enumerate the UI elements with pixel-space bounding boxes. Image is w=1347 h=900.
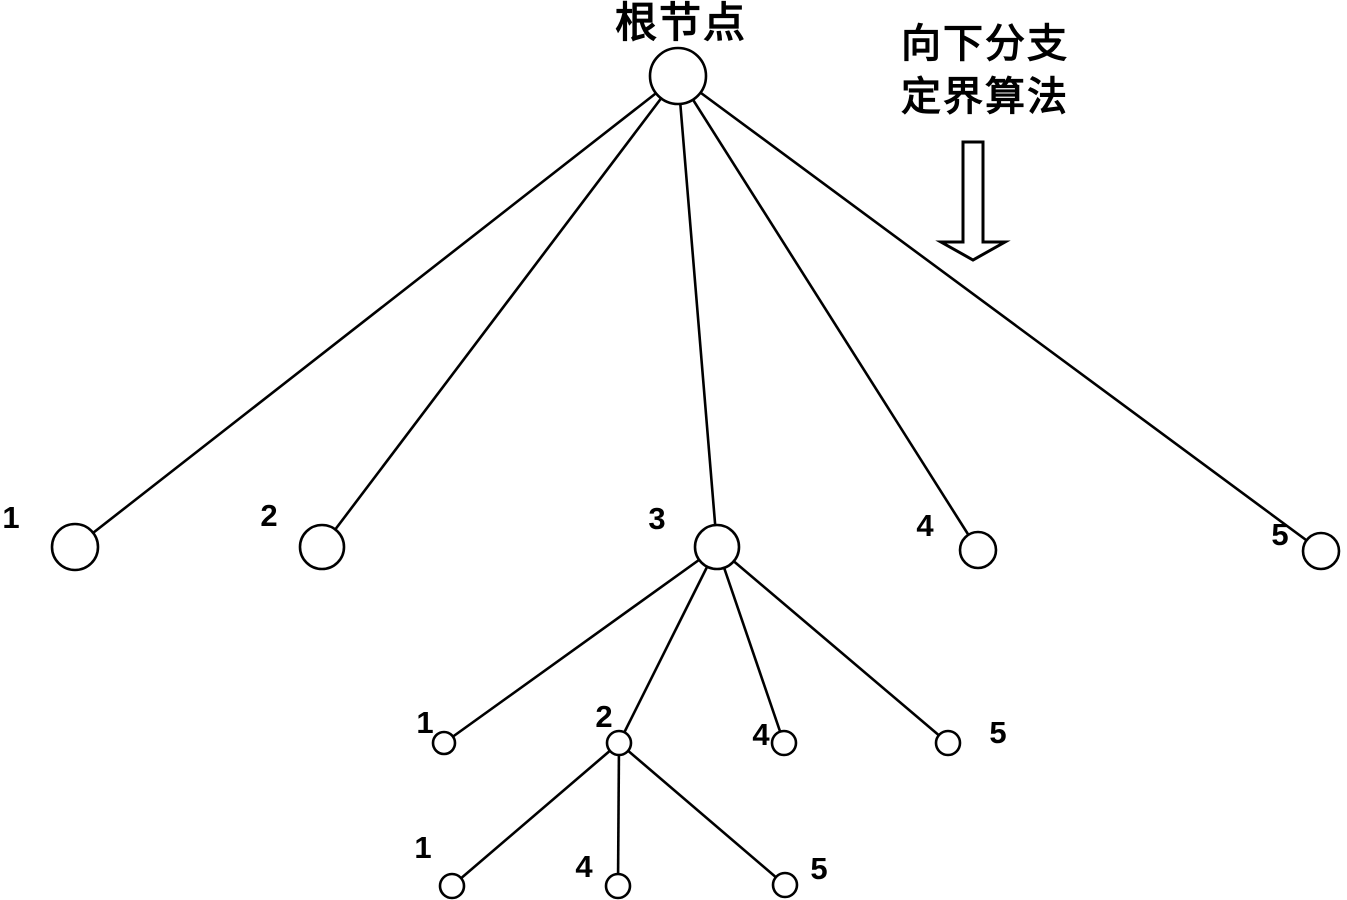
tree-node-l3n4 — [604, 872, 632, 900]
node-label-l1n2: 2 — [260, 498, 277, 533]
tree-node-l1n1 — [50, 522, 100, 572]
tree-node-l2n5 — [934, 729, 962, 757]
node-label-l3n1: 1 — [414, 830, 431, 865]
node-label-l2n4: 4 — [752, 717, 770, 752]
tree-edge-l1n3-l2n4 — [715, 546, 786, 744]
tree-edge-root-l1n3 — [676, 75, 719, 548]
tree-node-l2n2 — [605, 729, 633, 757]
tree-edge-l2n2-l3n5 — [618, 742, 786, 886]
node-label-l2n5: 5 — [989, 715, 1006, 750]
root-node-label: 根节点 — [614, 0, 748, 46]
tree-edge-root-l1n4 — [676, 75, 980, 551]
tree-node-l1n2 — [298, 523, 346, 571]
node-label-l1n5: 5 — [1271, 517, 1288, 552]
tree-node-labels: 1 2 3 4 5 1 2 4 5 1 4 5 — [2, 498, 1288, 886]
tree-edge-l2n2-l3n4 — [616, 742, 621, 887]
node-label-l3n4: 4 — [575, 849, 593, 884]
tree-node-l2n4 — [770, 729, 798, 757]
tree-nodes — [50, 46, 1341, 900]
tree-node-l3n5 — [771, 871, 799, 899]
tree-edge-l1n3-l2n5 — [716, 546, 949, 744]
tree-edge-l2n2-l3n1 — [451, 742, 620, 887]
tree-edge-l1n3-l2n2 — [617, 546, 719, 744]
tree-node-l2n1 — [431, 730, 457, 756]
tree-node-l3n1 — [438, 872, 466, 900]
node-label-l1n1: 1 — [2, 500, 19, 535]
node-label-l2n2: 2 — [595, 699, 612, 734]
tree-edge-root-l1n1 — [74, 74, 679, 549]
tree-node-root — [648, 46, 708, 106]
tree-node-l1n3 — [693, 523, 741, 571]
algorithm-annotation: 向下分支 定界算法 — [901, 18, 1069, 124]
tree-edge-root-l1n5 — [677, 74, 1322, 553]
tree-edge-l1n3-l2n1 — [443, 545, 718, 745]
tree-node-l1n4 — [958, 530, 998, 570]
node-label-l1n3: 3 — [648, 501, 665, 536]
tree-edges — [74, 74, 1322, 887]
down-arrow-icon — [935, 140, 1011, 262]
annotation-line-2: 定界算法 — [901, 75, 1069, 119]
node-label-l2n1: 1 — [416, 705, 433, 740]
node-label-l1n4: 4 — [916, 508, 934, 543]
annotation-line-1: 向下分支 — [901, 22, 1069, 66]
node-label-l3n5: 5 — [810, 851, 827, 886]
tree-edge-root-l1n2 — [320, 75, 680, 548]
tree-node-l1n5 — [1301, 531, 1341, 571]
